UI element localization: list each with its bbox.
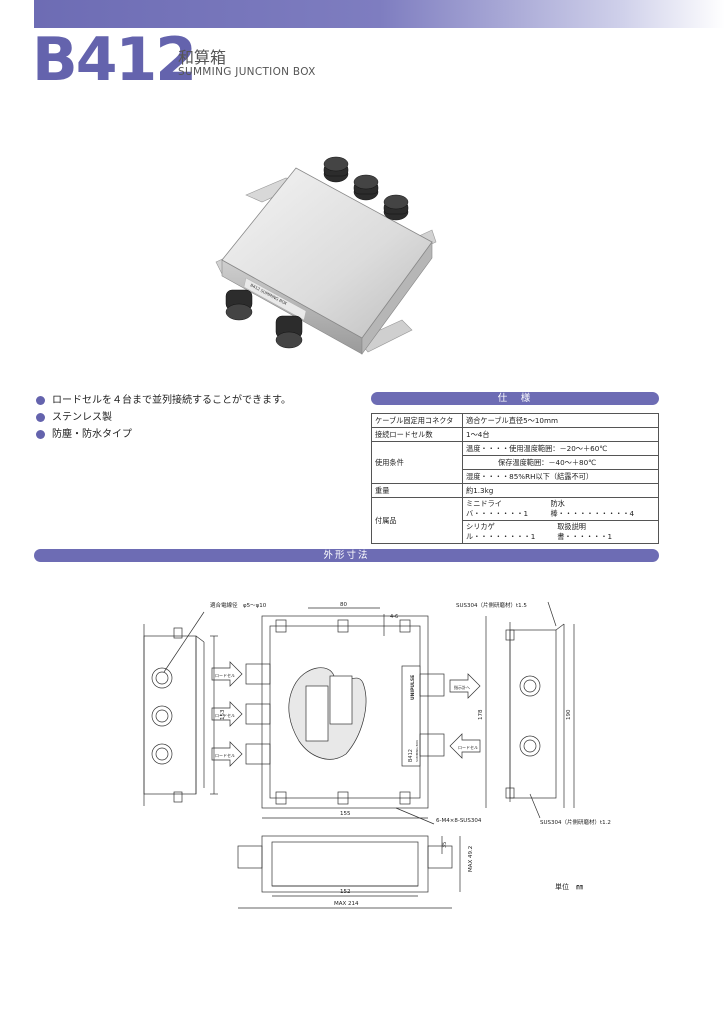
bullet-icon — [36, 430, 45, 439]
spec-value: 保存温度範囲：－40〜＋80℃ — [462, 455, 659, 470]
loadcell-arrow-label: ロードセル — [458, 745, 478, 750]
spec-value: 適合ケーブル直径5〜10mm — [462, 413, 659, 428]
feature-item: 防塵・防水タイプ — [36, 426, 291, 443]
product-photo: B412 SUMMING BOX — [215, 156, 437, 355]
bullet-icon — [36, 396, 45, 405]
dim-80: 80 — [340, 602, 347, 608]
feature-item: ステンレス製 — [36, 409, 291, 426]
table-row: ケーブル固定用コネクタ 適合ケーブル直径5〜10mm — [371, 413, 659, 428]
dim-35: 35 — [442, 842, 448, 848]
spec-key: ケーブル固定用コネクタ — [371, 413, 463, 428]
loadcell-arrow-label: ロードセル — [215, 673, 235, 678]
dim-153: 153 — [220, 709, 226, 720]
spec-value: 温度・・・・使用温度範囲：－20〜＋60℃ — [462, 441, 659, 456]
cable-diameter-label: 適合電線径 φ5〜φ10 — [210, 601, 267, 609]
feature-list: ロードセルを４台まで並列接続することができます。 ステンレス製 防塵・防水タイプ — [36, 392, 291, 443]
spec-key: 付属品 — [371, 497, 463, 544]
dim-max-214: MAX 214 — [334, 901, 359, 907]
header-band — [34, 0, 725, 28]
loadcell-arrow-label: ロードセル — [215, 753, 235, 758]
dim-155: 155 — [340, 811, 351, 817]
box-logo: UNIPULSE — [410, 675, 416, 700]
model-number: B412 — [32, 25, 197, 95]
spec-heading: 仕 様 — [371, 392, 659, 405]
screws-label: 6-M4×8-SUS304 — [436, 818, 482, 824]
spec-value: 湿度・・・・85%RH以下（結露不可） — [462, 469, 659, 484]
box-model: B412 — [408, 749, 414, 762]
product-title-jp: 和算箱 — [178, 48, 227, 67]
dim-max-49: MAX 49.2 — [468, 846, 474, 872]
material-bottom-label: SUS304（片側研磨材）t1.2 — [540, 818, 611, 826]
box-sub: SUMMING BOX — [415, 740, 419, 762]
spec-key: 使用条件 — [371, 441, 463, 484]
dim-152: 152 — [340, 889, 351, 895]
spec-key: 重量 — [371, 483, 463, 498]
material-top-label: SUS304（片側研磨材）t1.5 — [456, 601, 527, 609]
dimensions-heading: 外形寸法 — [34, 549, 659, 562]
table-row: 使用条件 温度・・・・使用温度範囲：－20〜＋60℃ — [371, 441, 659, 484]
dim-4-6: 4-6 — [390, 614, 398, 620]
dim-190: 190 — [566, 709, 572, 720]
table-row: 接続ロードセル数 1〜4台 — [371, 427, 659, 442]
dim-178: 178 — [478, 709, 484, 720]
dimension-drawing: 適合電線径 φ5〜φ10 80 4-6 SUS304（片側研磨材）t1.5 15… — [143, 601, 611, 909]
spec-value: 約1.3kg — [462, 483, 659, 498]
product-title-en: SUMMING JUNCTION BOX — [178, 66, 316, 78]
indicator-arrow-label: 指示計へ — [454, 684, 470, 690]
spec-table: ケーブル固定用コネクタ 適合ケーブル直径5〜10mm 接続ロードセル数 1〜4台… — [371, 413, 659, 544]
spec-key: 接続ロードセル数 — [371, 427, 463, 442]
unit-label: 単位 ㎜ — [555, 883, 583, 891]
spec-value: 1〜4台 — [462, 427, 659, 442]
loadcell-arrow-label: ロードセル — [215, 713, 235, 718]
table-row: 重量 約1.3kg — [371, 483, 659, 498]
bullet-icon — [36, 413, 45, 422]
feature-item: ロードセルを４台まで並列接続することができます。 — [36, 392, 291, 409]
